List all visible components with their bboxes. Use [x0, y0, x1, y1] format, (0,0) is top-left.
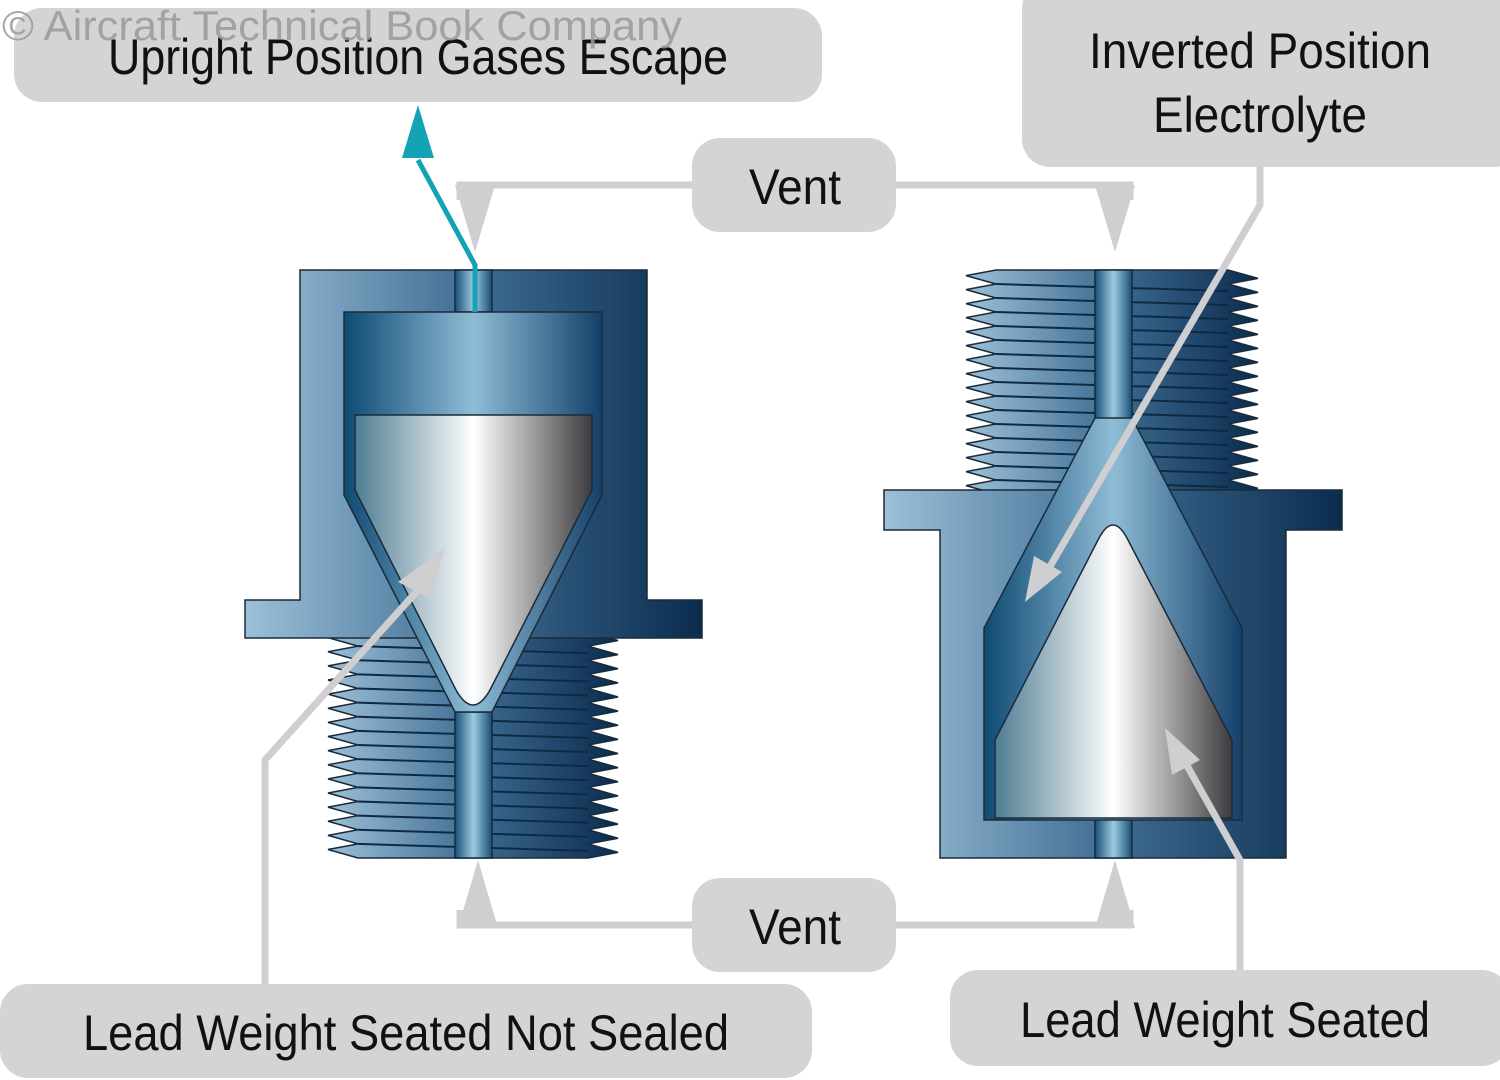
left-lead-weight: [354, 414, 593, 706]
inverted-label-line2: Electrolyte: [1153, 87, 1367, 143]
seated-label: Lead Weight Seated: [1020, 992, 1430, 1048]
vent-top-label: Vent: [749, 159, 841, 215]
inverted-label-line1: Inverted Position: [1089, 23, 1431, 79]
inverted-label-box: [1022, 0, 1500, 167]
vent-bottom-box: [692, 878, 896, 972]
right-bottom-vent-stem: [1094, 817, 1133, 859]
vent-bottom-label: Vent: [749, 899, 841, 955]
right-top-vent-stem: [1094, 269, 1133, 421]
seated-box: [950, 970, 1500, 1066]
vent-top-box: [692, 138, 896, 232]
upright-label-box: [14, 8, 822, 102]
label-pointers: [261, 167, 1264, 984]
inverted-valve: [883, 269, 1343, 859]
watermark: © Aircraft Technical Book Company: [2, 2, 682, 49]
upright-valve: [244, 269, 703, 859]
gas-escape-arrow: [402, 105, 478, 312]
left-bottom-vent-stem: [454, 711, 493, 859]
vent-pointers: [455, 181, 1135, 929]
upright-label: Upright Position Gases Escape: [108, 29, 728, 85]
not-sealed-label: Lead Weight Seated Not Sealed: [83, 1005, 729, 1061]
not-sealed-box: [0, 984, 812, 1078]
